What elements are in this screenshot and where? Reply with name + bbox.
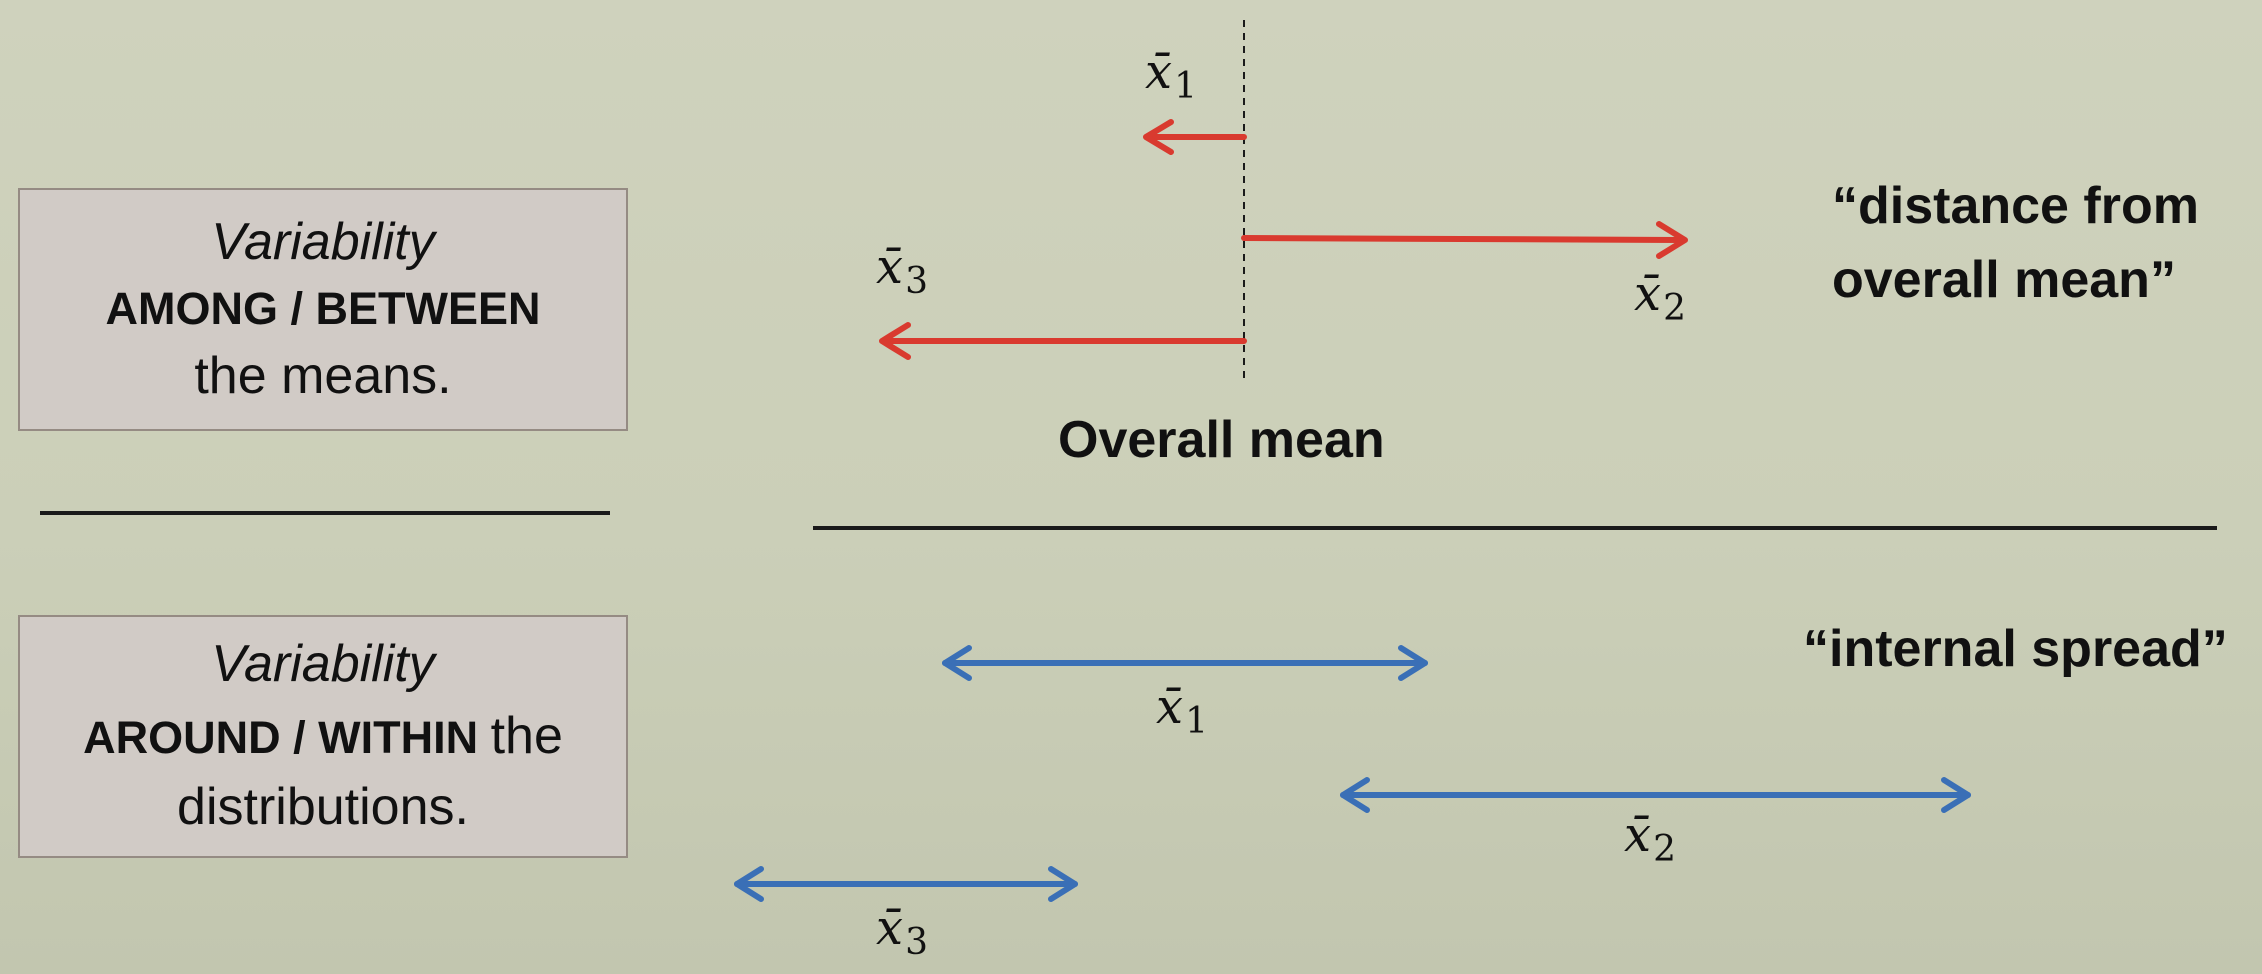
between-box-subtitle: AMONG / BETWEEN [105, 283, 541, 335]
distance-quote-line2: overall mean” [1832, 250, 2176, 309]
right-divider [813, 526, 2217, 530]
distance-quote-line1: “distance from [1832, 177, 2199, 235]
within-box-the: the [490, 706, 563, 765]
within-box-subtitle: AROUND / WITHIN the [83, 701, 563, 773]
within-arrow-3 [734, 866, 1078, 902]
overall-mean-label: Overall mean [1058, 411, 1385, 469]
within-arrow-2 [1340, 777, 1971, 813]
within-arrow-1 [942, 645, 1428, 681]
xbar-3-label-bottom: x̄3 [876, 900, 928, 963]
internal-spread-quote: “internal spread” [1803, 620, 2228, 678]
within-box-tail: distributions. [177, 778, 469, 837]
between-arrow-3 [879, 322, 1247, 360]
within-box-caps: AROUND / WITHIN [83, 711, 479, 763]
xbar-2-label-top: x̄2 [1634, 266, 1686, 329]
between-box-tail: the means. [194, 346, 452, 405]
left-divider [40, 511, 610, 515]
xbar-1-label-bottom: x̄1 [1156, 679, 1208, 742]
between-arrow-2 [1241, 221, 1688, 259]
between-means-box: Variability AMONG / BETWEEN the means. [18, 188, 628, 431]
xbar-1-label-top: x̄1 [1145, 44, 1197, 107]
within-box-title: Variability [211, 634, 435, 693]
distance-quote: “distance from overall mean” [1832, 170, 2199, 318]
between-arrow-1 [1143, 119, 1247, 155]
xbar-2-label-bottom: x̄2 [1624, 807, 1676, 870]
within-distributions-box: Variability AROUND / WITHIN the distribu… [18, 615, 628, 858]
between-box-title: Variability [211, 212, 435, 271]
xbar-3-label-top: x̄3 [876, 239, 928, 302]
